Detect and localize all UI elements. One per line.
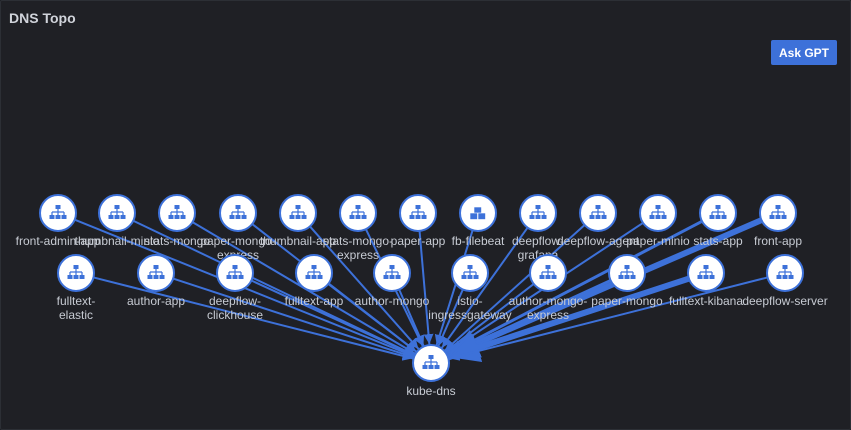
graph-node-stats-app[interactable]: stats-app [693,194,743,248]
node-label: thumbnail-app [260,234,336,248]
hierarchy-icon [409,205,427,219]
edge-author-app-to-kube-dns[interactable] [172,277,414,359]
graph-node-paper-app[interactable]: paper-app [391,194,446,248]
node-label: express [337,248,379,262]
edge-front-app-to-kube-dns[interactable] [445,217,765,359]
edge-thumbnail-minio-to-kube-dns[interactable] [132,219,415,356]
graph-node-author-app[interactable]: author-app [127,254,185,308]
graph-node-front-app[interactable]: front-app [754,194,802,248]
node-label: fb-filebeat [452,234,505,248]
graph-node-fulltext-elastic[interactable]: fulltext-elastic [57,254,96,322]
hierarchy-icon [776,265,794,279]
edge-stats-app-to-kube-dns[interactable] [446,219,704,356]
hierarchy-icon [769,205,787,219]
hierarchy-icon [349,205,367,219]
edge-istio-ingressgateway-to-kube-dns[interactable] [437,288,464,347]
hierarchy-icon [589,205,607,219]
edge-deepflow-grafana-to-kube-dns[interactable] [441,226,529,349]
graph-node-stats-mongo[interactable]: stats-mongo [144,194,210,248]
hierarchy-icon [461,265,479,279]
edge-fulltext-elastic-to-kube-dns[interactable] [92,276,414,361]
hierarchy-icon [697,265,715,279]
node-label: author-mongo [355,294,430,308]
node-label: fulltext- [57,294,96,308]
graph-node-deepflow-clickhouse[interactable]: deepflow-clickhouse [207,254,263,322]
hierarchy-icon [539,265,557,279]
hierarchy-icon [229,205,247,219]
node-label: author-app [127,294,185,308]
graph-node-fulltext-kibana[interactable]: fulltext-kibana [669,254,743,308]
edge-deepflow-server-to-kube-dns[interactable] [448,276,769,361]
cubes-icon [469,206,486,220]
edge-thumbnail-app-to-kube-dns[interactable] [308,225,420,350]
graph-node-thumbnail-app[interactable]: thumbnail-app [260,194,336,248]
edge-fulltext-app-to-kube-dns[interactable] [327,282,417,353]
hierarchy-icon [649,205,667,219]
edge-author-mongo-to-kube-dns[interactable] [398,288,425,347]
graph-node-istio-ingressgateway[interactable]: istio-ingressgateway [428,254,512,322]
node-label: express [527,308,569,322]
hierarchy-icon [529,205,547,219]
edge-fb-filebeat-to-kube-dns[interactable] [434,229,474,346]
hierarchy-icon [383,265,401,279]
graph-node-fulltext-app[interactable]: fulltext-app [285,254,344,308]
node-label: paper-minio [626,234,690,248]
node-label: stats-app [693,234,743,248]
hierarchy-icon [168,205,186,219]
edge-layer [73,217,769,363]
node-label: fulltext-kibana [669,294,743,308]
hierarchy-icon [226,265,244,279]
hierarchy-icon [147,265,165,279]
graph-node-deepflow-server[interactable]: deepflow-server [742,254,828,308]
node-label: deepflow-server [742,294,827,308]
hierarchy-icon [422,355,440,369]
node-label: clickhouse [207,308,263,322]
node-label: deepflow-agent [557,234,640,248]
hierarchy-icon [49,205,67,219]
node-label: elastic [59,308,93,322]
node-label: fulltext-app [285,294,344,308]
graph-node-front-admin-app[interactable]: front-admin-app [16,194,101,248]
edge-deepflow-agent-to-kube-dns[interactable] [444,224,586,352]
node-label: paper-app [391,234,446,248]
edge-fulltext-kibana-to-kube-dns[interactable] [446,275,692,363]
hierarchy-icon [289,205,307,219]
panel-title: DNS Topo [9,10,76,26]
hierarchy-icon [305,265,323,279]
edge-paper-app-to-kube-dns[interactable] [418,229,434,346]
node-label: thumbnail-minio [75,234,160,248]
hierarchy-icon [108,205,126,219]
hierarchy-icon [67,265,85,279]
ask-gpt-button[interactable]: Ask GPT [771,40,837,65]
graph-node-paper-mongo[interactable]: paper-mongo [591,254,663,308]
graph-node-fb-filebeat[interactable]: fb-filebeat [452,194,505,248]
center-node-kube-dns[interactable]: kube-dns [406,344,456,398]
node-label: author-mongo- [509,294,588,308]
graph-node-deepflow-agent[interactable]: deepflow-agent [557,194,640,248]
edge-deepflow-clickhouse-to-kube-dns[interactable] [250,279,415,357]
graph-node-deepflow-grafana[interactable]: deepflow-grafana [512,194,564,262]
node-label: front-admin-app [16,234,101,248]
node-label: kube-dns [406,384,455,398]
node-label: front-app [754,234,802,248]
node-label: deepflow- [512,234,564,248]
node-label: ingressgateway [428,308,511,322]
hierarchy-icon [709,205,727,219]
graph-node-author-mongo[interactable]: author-mongo [355,254,430,308]
node-label: paper-mongo- [200,234,275,248]
graph-node-paper-mongo-express[interactable]: paper-mongo-express [200,194,276,262]
node-label: deepflow- [209,294,261,308]
graph-node-paper-minio[interactable]: paper-minio [626,194,690,248]
node-label: stats-mongo- [323,234,393,248]
node-layer: front-admin-appthumbnail-miniostats-mong… [16,194,828,398]
hierarchy-icon [618,265,636,279]
node-label: paper-mongo [591,294,663,308]
node-label: istio- [457,294,482,308]
graph-node-thumbnail-minio[interactable]: thumbnail-minio [75,194,160,248]
graph-node-stats-mongo-express[interactable]: stats-mongo-express [323,194,393,262]
graph-node-author-mongo-express[interactable]: author-mongo-express [509,254,588,322]
node-label: stats-mongo [144,234,210,248]
